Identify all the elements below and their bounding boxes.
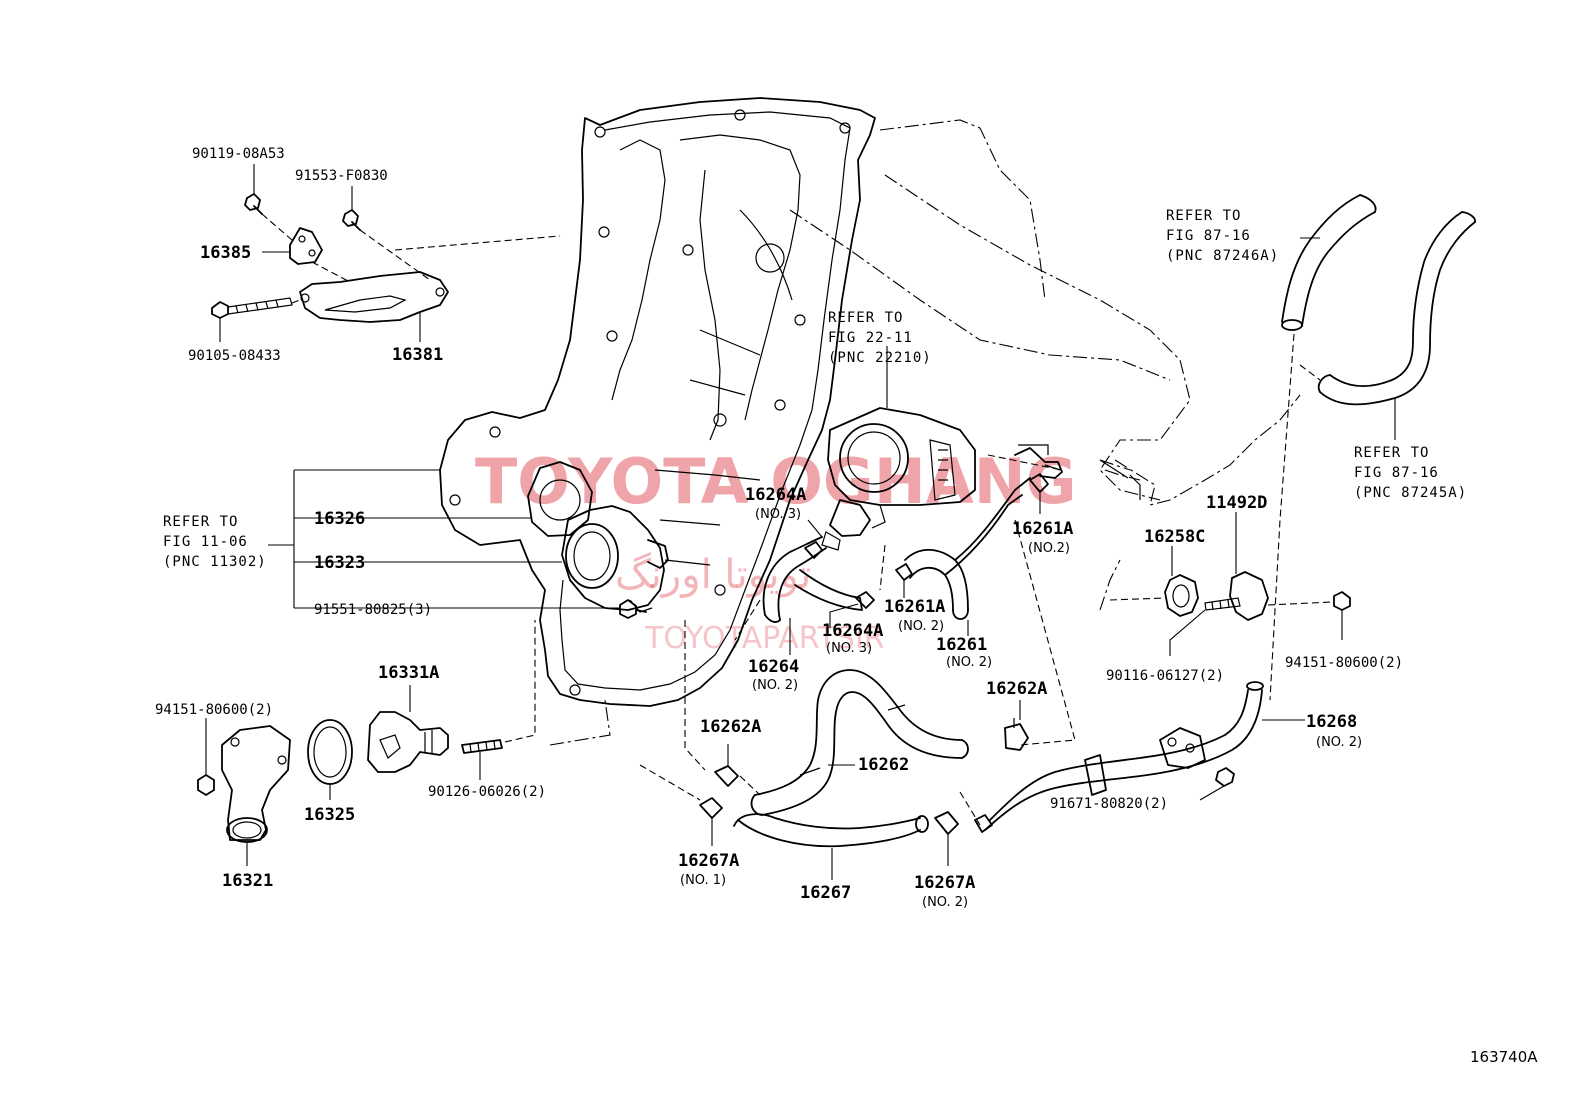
label-16264A-lower: 16264A (822, 621, 883, 641)
label-11492D: 11492D (1206, 493, 1267, 513)
throttle-body (821, 346, 976, 551)
label-91671-80820: 91671-80820(2) (1050, 796, 1168, 812)
ref-fig-87-16-b-line3: (PNC 87245A) (1354, 485, 1467, 501)
label-16325: 16325 (304, 805, 355, 825)
label-90126-06026: 90126-06026(2) (428, 784, 546, 800)
label-16262A-left: 16262A (700, 717, 761, 737)
label-91551-80825: 91551-80825(3) (314, 602, 432, 618)
ref-fig-22-11-line3: (PNC 22210) (828, 350, 932, 366)
ref-fig-11-06-line3: (PNC 11302) (163, 554, 267, 570)
label-16381: 16381 (392, 345, 443, 365)
ref-fig-87-16-a-line3: (PNC 87246A) (1166, 248, 1279, 264)
ref-fig-11-06-line2: FIG 11-06 (163, 534, 248, 550)
outlet-plate-group (1109, 512, 1351, 656)
label-90116-06127: 90116-06127(2) (1106, 668, 1224, 684)
bypass-hoses (639, 444, 1076, 801)
label-16267: 16267 (800, 883, 851, 903)
label-16268: 16268 (1306, 712, 1357, 732)
ref-fig-11-06-line1: REFER TO (163, 514, 238, 530)
note-16268: (NO. 2) (1316, 735, 1362, 750)
label-16262A-right: 16262A (986, 679, 1047, 699)
engine-head-outline (549, 119, 1301, 746)
label-16264A-upper: 16264A (745, 485, 806, 505)
note-16264: (NO. 2) (752, 678, 798, 693)
note-16267A-no2: (NO. 2) (922, 895, 968, 910)
label-16385: 16385 (200, 243, 251, 263)
note-16261A-upper: (NO.2) (1028, 541, 1070, 556)
thermostat-group (197, 620, 536, 866)
watermark: TOYOTA OGHANG تويوتا اورنگ TOYOTAPARTSIR (475, 445, 1076, 656)
engine-timing-cover (439, 97, 876, 707)
note-16261A-lower: (NO. 2) (898, 619, 944, 634)
label-90119-08A53: 90119-08A53 (192, 146, 285, 162)
ref-fig-87-16-b-line2: FIG 87-16 (1354, 465, 1439, 481)
part-labels: 90119-08A53 91553-F0830 16385 90105-0843… (155, 146, 1538, 1066)
figure-code: 163740A (1470, 1048, 1538, 1066)
note-16261: (NO. 2) (946, 655, 992, 670)
label-16326: 16326 (314, 509, 365, 529)
label-16264: 16264 (748, 657, 799, 677)
water-inlet-housing (268, 461, 669, 619)
lower-hoses (699, 669, 1029, 880)
label-16267A-no1: 16267A (678, 851, 739, 871)
label-91553-F0830: 91553-F0830 (295, 168, 388, 184)
ref-fig-87-16-a-line1: REFER TO (1166, 208, 1241, 224)
note-16267A-no1: (NO. 1) (680, 873, 726, 888)
label-16321: 16321 (222, 871, 273, 891)
label-94151-80600-left: 94151-80600(2) (155, 702, 273, 718)
water-bypass-pipe (974, 681, 1305, 833)
ref-fig-87-16-a-line2: FIG 87-16 (1166, 228, 1251, 244)
label-16331A: 16331A (378, 663, 439, 683)
watermark-arabic: تويوتا اورنگ (615, 552, 811, 598)
note-16264A-lower: (NO. 3) (826, 641, 872, 656)
note-16264A-upper: (NO. 3) (755, 507, 801, 522)
label-94151-80600-right: 94151-80600(2) (1285, 655, 1403, 671)
label-16261: 16261 (936, 635, 987, 655)
ref-fig-22-11-line2: FIG 22-11 (828, 330, 913, 346)
label-16261A-lower: 16261A (884, 597, 945, 617)
label-16258C: 16258C (1144, 527, 1205, 547)
label-16323: 16323 (314, 553, 365, 573)
label-16262: 16262 (858, 755, 909, 775)
heater-hoses-right (1269, 194, 1476, 701)
watermark-site: TOYOTAPARTSIR (644, 621, 885, 656)
ref-fig-22-11-line1: REFER TO (828, 310, 903, 326)
ref-fig-87-16-b-line1: REFER TO (1354, 445, 1429, 461)
label-16261A-upper: 16261A (1012, 519, 1073, 539)
label-90105-08433: 90105-08433 (188, 348, 281, 364)
bracket-assembly (211, 164, 561, 342)
label-16267A-no2: 16267A (914, 873, 975, 893)
